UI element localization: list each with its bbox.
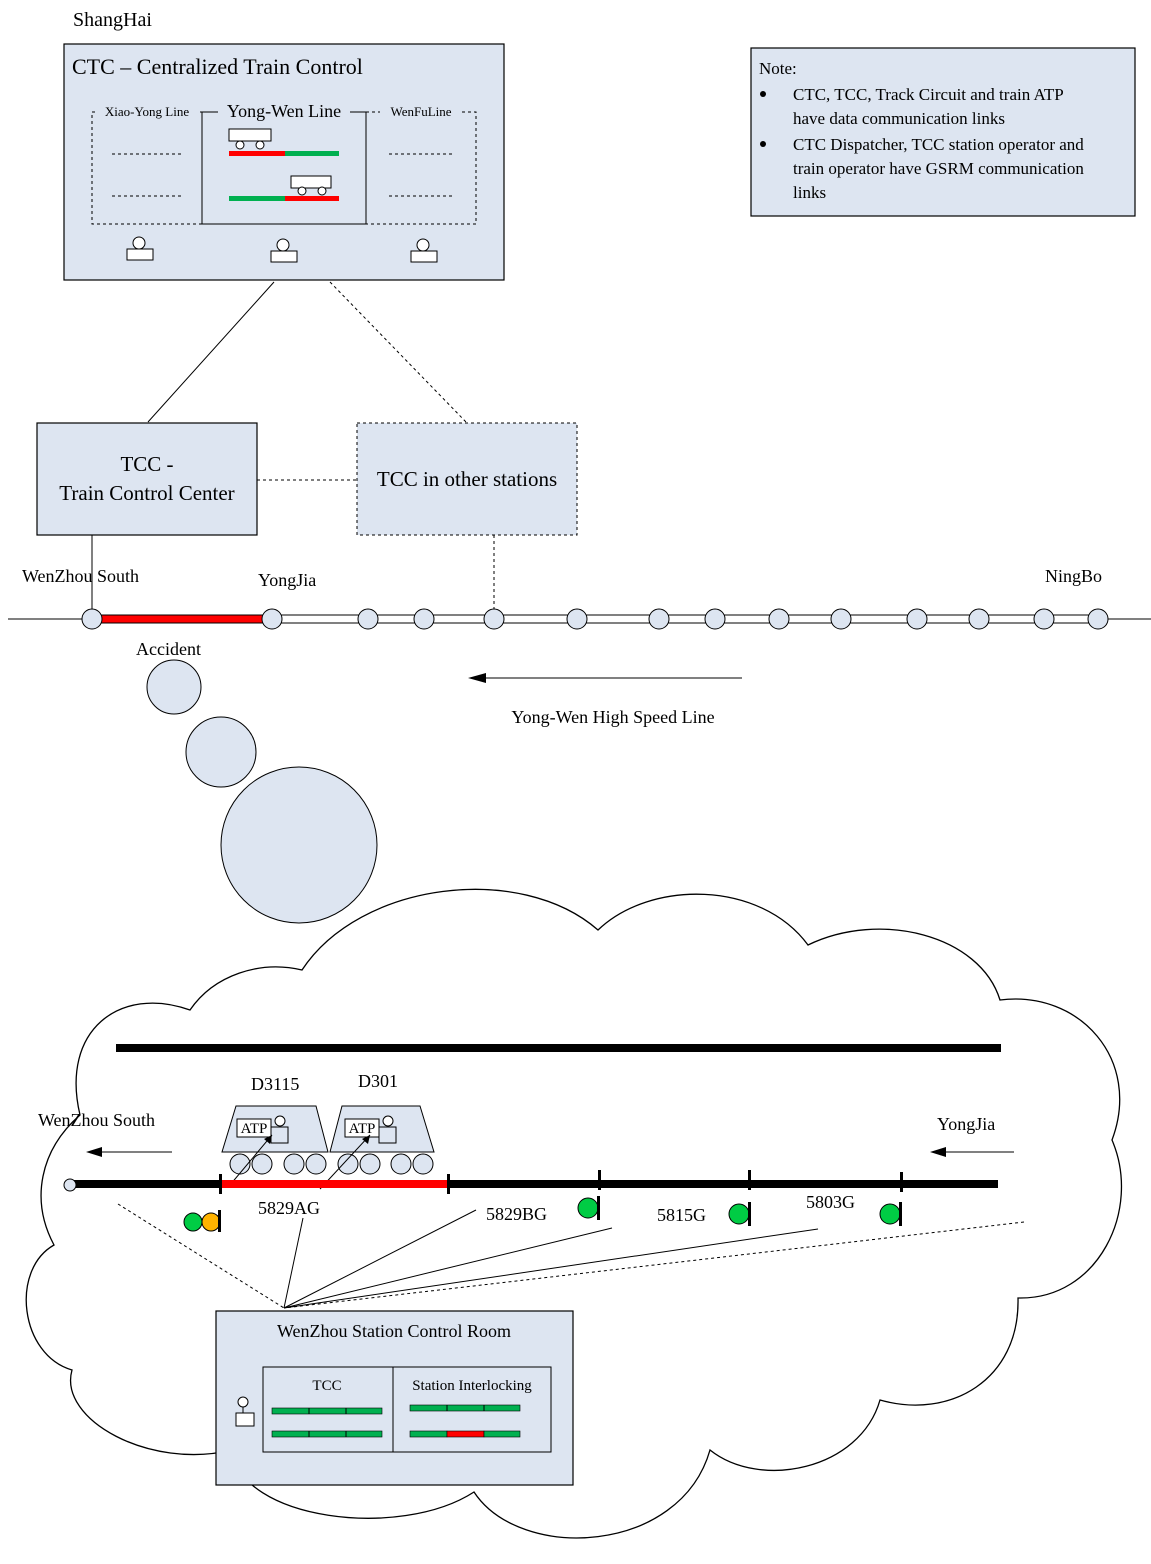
xiao-yong-line-label: Xiao-Yong Line [105, 104, 189, 119]
station-node [63, 1178, 77, 1192]
station-node [648, 608, 670, 630]
station-node [81, 608, 103, 630]
station-node [768, 608, 790, 630]
insulated-joints [219, 1170, 903, 1194]
arrow-head-icon [468, 673, 486, 683]
dispatcher-icon [126, 236, 154, 261]
section-label-5803g: 5803G [806, 1192, 855, 1212]
accident-section [91, 614, 273, 624]
bullet-icon [760, 91, 766, 97]
detail-track [72, 1180, 998, 1188]
train-label-d3115: D3115 [251, 1074, 299, 1094]
yong-wen-line-label: Yong-Wen Line [227, 101, 341, 121]
ctc-train-icon-2 [290, 175, 332, 196]
dispatcher-icon [270, 238, 298, 263]
bullet-icon [760, 141, 766, 147]
signal-green [879, 1202, 902, 1226]
section-label-5829bg: 5829BG [486, 1204, 547, 1224]
tcc-box [36, 422, 258, 536]
arrow-head-icon [86, 1147, 102, 1157]
signal-yellow-green [183, 1210, 221, 1232]
ctc-track-occupied [229, 151, 285, 156]
tcc-panel-label: TCC [312, 1378, 341, 1394]
section-label-5815g: 5815G [657, 1205, 706, 1225]
control-room-title: WenZhou Station Control Room [277, 1321, 511, 1341]
station-node [1033, 608, 1055, 630]
station-operator-icon [235, 1396, 255, 1427]
svg-text:ATP: ATP [241, 1121, 268, 1137]
tcc-other-label: TCC in other stations [377, 467, 557, 491]
train-d301: ATP [329, 1105, 435, 1175]
atp-link [229, 1134, 273, 1186]
occupied-section [221, 1180, 449, 1188]
station-node [968, 608, 990, 630]
tcc-other-box [356, 422, 578, 536]
thought-bubble [220, 766, 378, 924]
note-bullet-1: CTC, TCC, Track Circuit and train ATP ha… [793, 85, 1067, 128]
train-d3115: ATP [221, 1105, 329, 1175]
train-label-d301: D301 [358, 1071, 398, 1091]
station-label-end: NingBo [1045, 566, 1102, 586]
signal-green [728, 1202, 751, 1226]
station-label-second: YongJia [258, 570, 316, 590]
station-node [906, 608, 928, 630]
station-node [483, 608, 505, 630]
station-node [566, 608, 588, 630]
ctc-track-clear [285, 151, 339, 156]
arrow-head-icon [930, 1147, 946, 1157]
ctc-tcc-other-link [329, 281, 467, 423]
station-node [1087, 608, 1109, 630]
tcc-title-line1: TCC - [120, 452, 173, 476]
parallel-track [116, 1044, 1001, 1052]
note-bullet-2: CTC Dispatcher, TCC station operator and… [793, 135, 1088, 202]
detail-west-label: WenZhou South [38, 1110, 155, 1130]
dispatcher-icon [410, 238, 438, 263]
interlocking-panel-label: Station Interlocking [412, 1378, 532, 1394]
station-node [357, 608, 379, 630]
shanghai-label: ShangHai [73, 9, 152, 31]
wenfu-line-label: WenFuLine [390, 104, 451, 119]
station-node [830, 608, 852, 630]
station-nodes [81, 608, 1109, 630]
operator-icon [274, 1115, 286, 1127]
section-label-5829ag: 5829AG [258, 1198, 320, 1218]
note-title: Note: [759, 59, 797, 78]
thought-bubble [146, 659, 202, 715]
station-node [261, 608, 283, 630]
thought-bubble [185, 716, 257, 788]
station-node [704, 608, 726, 630]
detail-east-label: YongJia [937, 1114, 995, 1134]
tcc-title-line2: Train Control Center [59, 481, 234, 505]
accident-label: Accident [136, 639, 201, 659]
station-label-start: WenZhou South [22, 566, 139, 586]
note-box [750, 47, 1136, 217]
ctc-tcc-link [147, 281, 275, 423]
svg-text:ATP: ATP [349, 1121, 376, 1137]
track-circuit-links [117, 1203, 1025, 1309]
ctc-train-icon-1 [228, 128, 272, 150]
line-name-label: Yong-Wen High Speed Line [511, 707, 714, 727]
interlocking-panel-tracks [409, 1404, 521, 1438]
ctc-title: CTC – Centralized Train Control [72, 54, 363, 79]
operator-icon [382, 1115, 394, 1127]
tcc-panel-tracks [271, 1407, 383, 1438]
signal-green [577, 1196, 600, 1220]
station-node [413, 608, 435, 630]
